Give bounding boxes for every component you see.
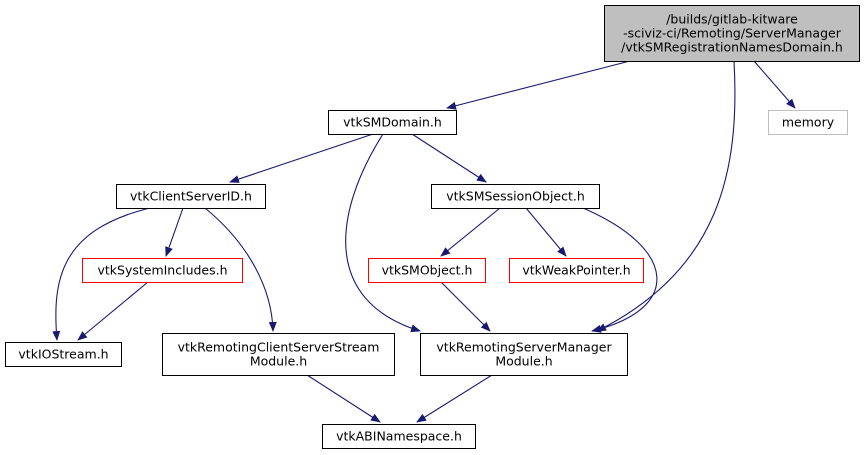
- node-box-clientserverstream: [162, 333, 395, 376]
- node-label-smobject-0: vtkSMObject.h: [382, 263, 473, 278]
- edge-root-to-servermanagermodule: [596, 60, 736, 332]
- edge-systemincludes-to-iostream: [77, 281, 149, 341]
- edge-clientserverid-to-clientserverstream: [204, 207, 277, 332]
- edge-sessionobject-to-servermanagermodule: [582, 207, 658, 333]
- node-label-clientserverid-0: vtkClientServerID.h: [130, 189, 252, 204]
- node-clientserverid[interactable]: vtkClientServerID.h: [116, 184, 266, 209]
- edge-smdomain-to-servermanagermodule: [345, 133, 421, 333]
- node-abinamespace[interactable]: vtkABINamespace.h: [322, 424, 476, 449]
- node-smobject[interactable]: vtkSMObject.h: [368, 258, 486, 283]
- node-label-smdomain-0: vtkSMDomain.h: [343, 115, 442, 130]
- node-label-servermanagermodule-0: vtkRemotingServerManager: [436, 340, 612, 355]
- node-label-systemincludes-0: vtkSystemIncludes.h: [97, 263, 227, 278]
- node-memory[interactable]: memory: [768, 110, 848, 135]
- node-smdomain[interactable]: vtkSMDomain.h: [328, 110, 457, 135]
- edges-layer: [52, 60, 796, 423]
- node-weakpointer[interactable]: vtkWeakPointer.h: [509, 258, 644, 283]
- node-root: /builds/gitlab-kitware-sciviz-ci/Remotin…: [604, 5, 860, 62]
- node-box-weakpointer: [509, 258, 644, 283]
- node-box-memory: [768, 110, 848, 135]
- edge-clientserverid-to-iostream: [52, 207, 151, 341]
- node-box-smdomain: [328, 110, 457, 135]
- edge-root-to-memory: [753, 60, 796, 109]
- edge-clientserverid-to-systemincludes: [165, 207, 184, 257]
- node-box-smobject: [368, 258, 486, 283]
- node-box-systemincludes: [82, 258, 243, 283]
- node-label-root-2: /vtkSMRegistrationNamesDomain.h: [621, 40, 843, 55]
- node-label-abinamespace-0: vtkABINamespace.h: [336, 429, 462, 444]
- edge-smdomain-to-clientserverid: [229, 133, 374, 183]
- node-box-iostream: [5, 342, 122, 367]
- node-iostream[interactable]: vtkIOStream.h: [5, 342, 122, 367]
- node-label-root-1: -sciviz-ci/Remoting/ServerManager: [623, 26, 842, 41]
- nodes-layer: /builds/gitlab-kitware-sciviz-ci/Remotin…: [5, 5, 860, 449]
- edge-sessionobject-to-weakpointer: [525, 207, 567, 257]
- node-box-sessionobject: [431, 184, 600, 209]
- node-box-servermanagermodule: [420, 333, 628, 376]
- edge-clientserverstream-to-abinamespace: [306, 374, 381, 423]
- node-label-weakpointer-0: vtkWeakPointer.h: [522, 263, 630, 278]
- node-label-clientserverstream-1: Module.h: [250, 354, 307, 369]
- node-label-iostream-0: vtkIOStream.h: [18, 347, 108, 362]
- node-label-sessionobject-0: vtkSMSessionObject.h: [446, 189, 585, 204]
- node-label-clientserverstream-0: vtkRemotingClientServerStream: [178, 340, 380, 355]
- node-label-root-0: /builds/gitlab-kitware: [666, 12, 798, 27]
- edge-root-to-smdomain: [446, 60, 631, 110]
- node-box-abinamespace: [322, 424, 476, 449]
- edge-sessionobject-to-smobject: [440, 207, 501, 257]
- node-label-memory-0: memory: [782, 115, 835, 130]
- edge-smdomain-to-sessionobject: [411, 133, 487, 183]
- edge-servermanagermodule-to-abinamespace: [416, 374, 493, 423]
- node-box-clientserverid: [116, 184, 266, 209]
- node-sessionobject[interactable]: vtkSMSessionObject.h: [431, 184, 600, 209]
- node-box-root: [604, 5, 860, 62]
- node-label-servermanagermodule-1: Module.h: [495, 354, 552, 369]
- edge-smobject-to-servermanagermodule: [440, 281, 491, 332]
- node-systemincludes[interactable]: vtkSystemIncludes.h: [82, 258, 243, 283]
